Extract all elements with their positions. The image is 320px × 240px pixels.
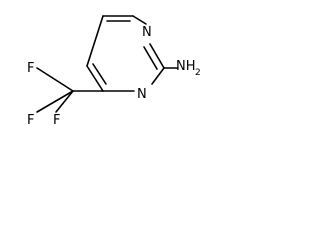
atom-f2: F	[27, 113, 34, 127]
bond-n1-c2	[149, 43, 165, 69]
atom-f1: F	[27, 61, 34, 76]
bond-c-f3	[55, 90, 74, 113]
atom-n3: N	[137, 87, 147, 102]
bond-c5-ring	[86, 15, 104, 67]
molecule-structure: N N F F F NH 2	[27, 15, 201, 127]
bond-c4-c5-inner	[92, 63, 107, 85]
bond-c6-n1	[132, 15, 147, 25]
bond-c4-c5	[86, 65, 104, 92]
atom-amine: NH	[176, 59, 196, 74]
bond-c-f1	[36, 67, 74, 92]
bond-c-f2	[36, 90, 74, 113]
atom-n1: N	[142, 25, 152, 40]
bond-c2-n3	[151, 67, 165, 85]
atom-f3: F	[53, 113, 60, 127]
atom-amine-subscript: 2	[195, 68, 201, 78]
bond-n1-c2-inner	[143, 46, 158, 70]
